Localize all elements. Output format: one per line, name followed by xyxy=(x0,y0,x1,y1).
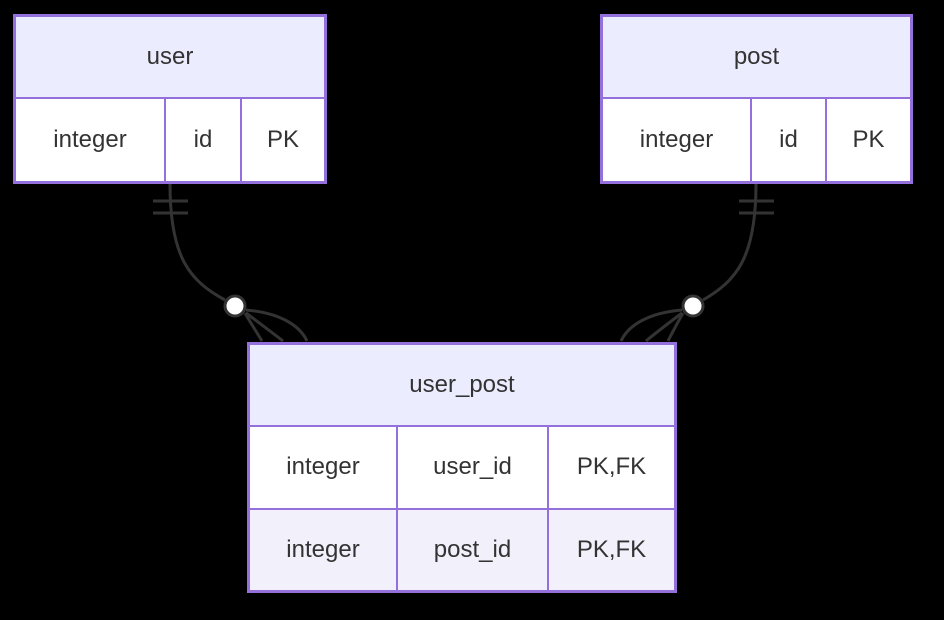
crowsfoot-prong xyxy=(619,308,683,342)
zero-or-more-circle xyxy=(681,294,705,318)
relationship-post-userpost xyxy=(619,183,774,343)
entity-post-title: post xyxy=(603,17,910,99)
attribute-type: integer xyxy=(603,99,752,181)
attribute-name: id xyxy=(166,99,242,181)
attribute-row: integer user_id PK,FK xyxy=(250,427,674,508)
attribute-keys: PK,FK xyxy=(549,509,674,590)
entity-user-title: user xyxy=(16,17,324,99)
attribute-name: post_id xyxy=(398,509,549,590)
entity-post: post integer id PK xyxy=(600,14,913,184)
attribute-row: integer id PK xyxy=(603,99,910,181)
crowsfoot-prong xyxy=(243,312,264,342)
crowsfoot-prong xyxy=(245,308,309,342)
entity-user-post-title: user_post xyxy=(250,345,674,427)
attribute-name: user_id xyxy=(398,427,549,508)
attribute-row: integer post_id PK,FK xyxy=(250,507,674,590)
crowsfoot-prong xyxy=(245,311,284,343)
zero-or-more-circle xyxy=(223,294,247,318)
crowsfoot-prong xyxy=(666,312,685,342)
attribute-row: integer id PK xyxy=(16,99,324,181)
attribute-type: integer xyxy=(250,509,398,590)
crowsfoot-prong xyxy=(645,311,683,343)
attribute-name: id xyxy=(752,99,827,181)
attribute-keys: PK xyxy=(827,99,910,181)
relationship-user-userpost xyxy=(153,183,309,343)
attribute-keys: PK,FK xyxy=(549,427,674,508)
relationship-curve xyxy=(702,183,758,302)
attribute-type: integer xyxy=(16,99,166,181)
attribute-type: integer xyxy=(250,427,398,508)
relationship-curve xyxy=(168,183,226,302)
entity-user: user integer id PK xyxy=(13,14,327,184)
entity-user-post: user_post integer user_id PK,FK integer … xyxy=(247,342,677,593)
attribute-keys: PK xyxy=(242,99,324,181)
